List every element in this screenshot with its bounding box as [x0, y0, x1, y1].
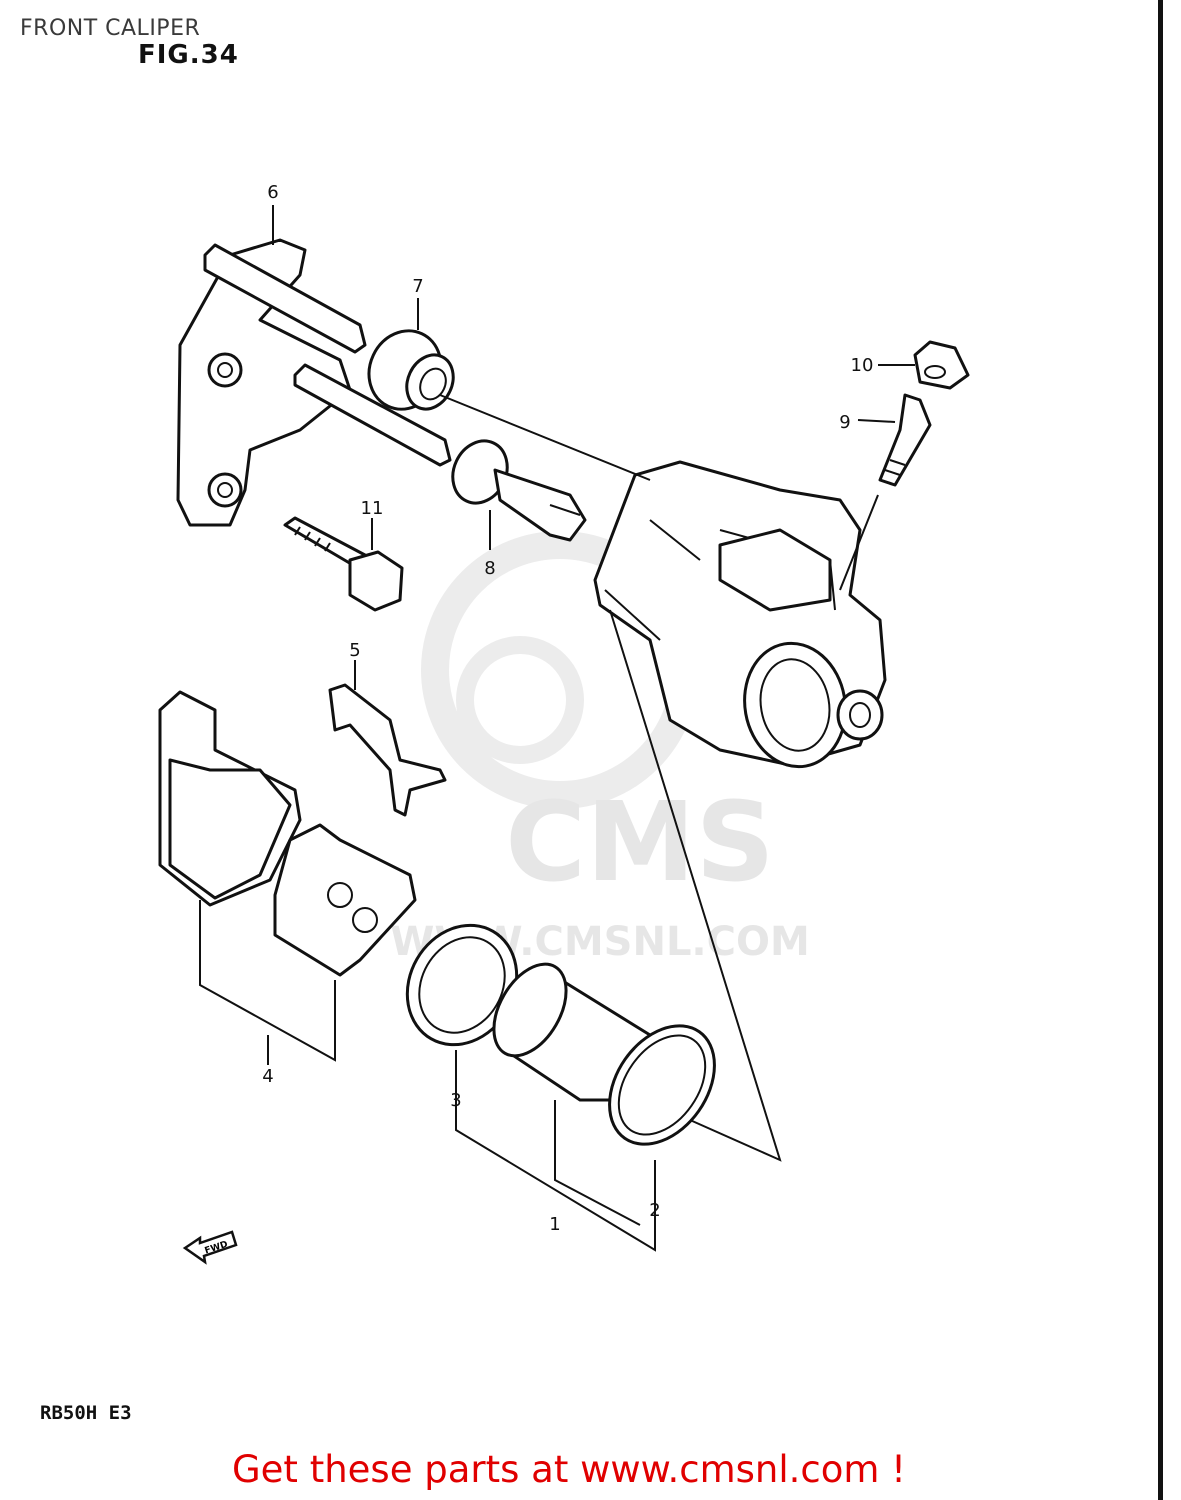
callout-labels: 6 7 10 9 11 8 5 4 3 2 1: [262, 182, 873, 1235]
callout-10: 10: [851, 355, 874, 376]
part-7-pin-boot: [367, 329, 455, 411]
callout-7: 7: [412, 276, 423, 297]
get-parts-link[interactable]: Get these parts at www.cmsnl.com !: [232, 1448, 907, 1491]
fwd-arrow: FWD: [182, 1230, 238, 1265]
part-9-bleeder-screw: [878, 393, 932, 487]
part-6-caliper-bracket: [176, 238, 452, 527]
callout-11: 11: [361, 498, 384, 519]
page-title: FRONT CALIPER: [20, 16, 201, 41]
callout-1: 1: [549, 1214, 560, 1235]
callout-6: 6: [267, 182, 278, 203]
part-10-bleeder-cap: [913, 340, 970, 390]
watermark-brand: CMS: [505, 778, 774, 906]
callout-5: 5: [349, 640, 360, 661]
page-edge-line: [1158, 0, 1163, 1500]
leader-lines: [199, 205, 915, 1252]
callout-3: 3: [450, 1090, 461, 1111]
model-code: RB50H E3: [40, 1402, 132, 1424]
callout-9: 9: [839, 412, 850, 433]
callout-2: 2: [649, 1200, 660, 1221]
part-1-piston: [492, 962, 652, 1102]
watermark-logo-face: [456, 636, 584, 764]
part-8-slide-pin: [451, 439, 587, 542]
part-11-bolt: [283, 516, 404, 612]
caliper-body: [593, 460, 887, 769]
callout-4: 4: [262, 1066, 273, 1087]
part-2-dust-seal: [608, 1024, 716, 1146]
fwd-arrow-icon: [182, 1230, 238, 1265]
part-4-brake-pads: [158, 690, 417, 977]
part-5-pad-spring: [328, 683, 447, 817]
callout-8: 8: [484, 558, 495, 579]
figure-number: FIG.34: [138, 40, 239, 70]
